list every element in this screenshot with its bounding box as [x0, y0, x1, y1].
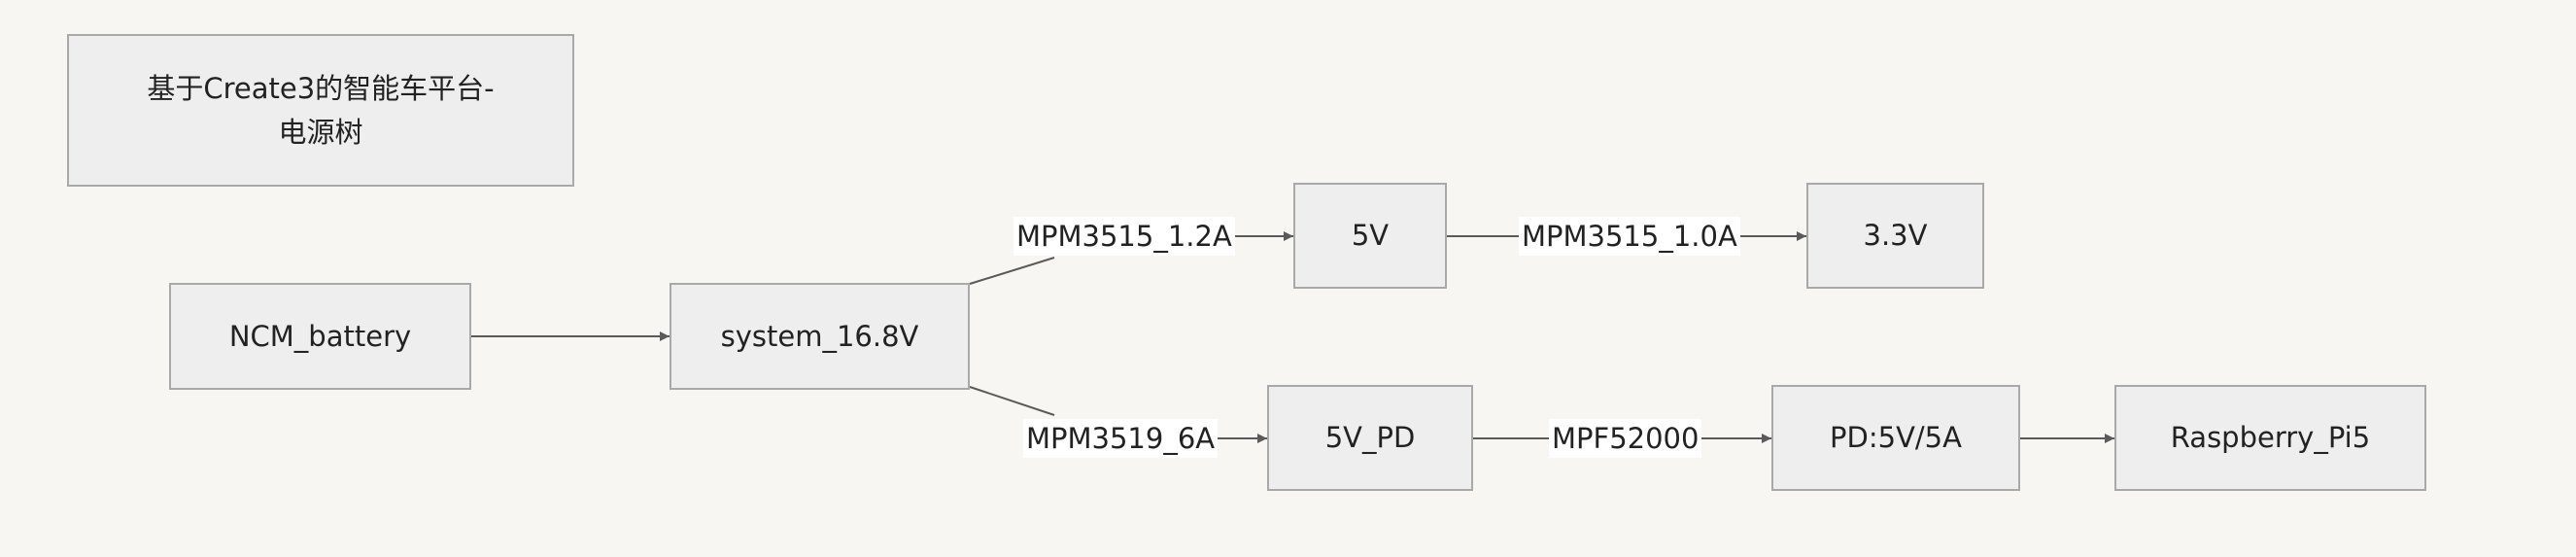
node-5v-label: 5V	[1351, 219, 1390, 253]
edge-label-mpm3519-6a: MPM3519_6A	[1023, 419, 1219, 458]
node-raspberry-pi5: Raspberry_Pi5	[2114, 385, 2426, 491]
node-ncm-battery: NCM_battery	[169, 283, 471, 390]
diagram-title-line-1: 基于Create3的智能车平台-	[147, 71, 495, 105]
node-system-label: system_16.8V	[720, 319, 919, 353]
node-5v: 5V	[1293, 183, 1447, 289]
node-pd-5v-5a: PD:5V/5A	[1771, 385, 2020, 491]
diagram-title-box: 基于Create3的智能车平台- 电源树	[67, 34, 574, 187]
edge-label-mpm3515-1-0a: MPM3515_1.0A	[1519, 217, 1740, 256]
node-3v3: 3.3V	[1806, 183, 1984, 289]
node-raspberry-pi5-label: Raspberry_Pi5	[2170, 421, 2371, 455]
edge-label-mpm3515-1-2a: MPM3515_1.2A	[1013, 217, 1235, 256]
node-pd-label: PD:5V/5A	[1830, 421, 1962, 455]
node-5v-pd-label: 5V_PD	[1324, 421, 1416, 455]
diagram-title-line-2: 电源树	[278, 115, 363, 149]
node-ncm-battery-label: NCM_battery	[228, 319, 412, 353]
node-system: system_16.8V	[670, 283, 970, 390]
edge-system-to-mpm3519-6a	[969, 386, 1055, 416]
edge-system-to-mpm3515-1-2a	[969, 257, 1055, 285]
node-5v-pd: 5V_PD	[1267, 385, 1473, 491]
node-3v3-label: 3.3V	[1863, 219, 1928, 253]
edge-label-mpf52000: MPF52000	[1549, 419, 1702, 458]
